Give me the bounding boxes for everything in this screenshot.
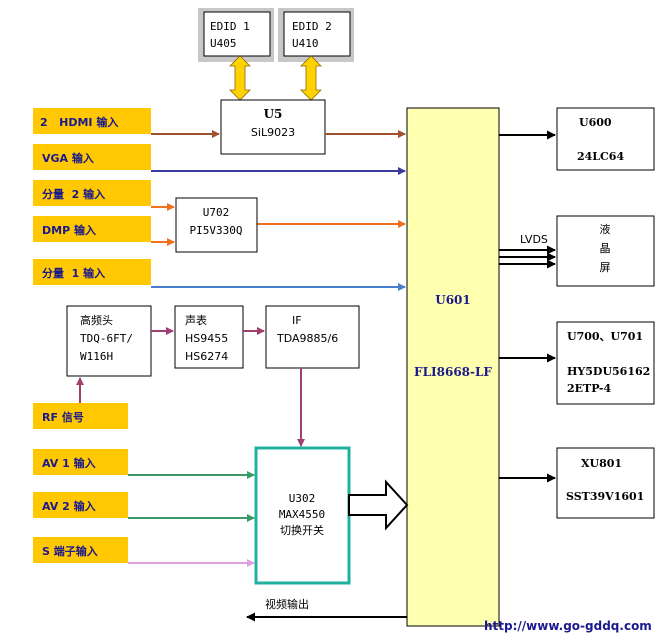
- lcd-line1: 液: [600, 222, 611, 236]
- u302-line1: U302: [289, 492, 316, 505]
- u700-block: U700、U701 HY5DU56162 2ETP-4: [556, 321, 655, 405]
- edid2-double-arrow: [300, 55, 322, 101]
- u600-block: U600 24LC64: [556, 107, 655, 171]
- u601-line1: U601: [435, 293, 471, 307]
- audio-line2: HS9455: [185, 332, 228, 345]
- u601-block: U601 FLI8668-LF: [406, 107, 500, 627]
- input-s-video-label: S 端子输入: [42, 544, 98, 558]
- audio-line3: HS6274: [185, 350, 228, 363]
- audio-line1: 声表: [185, 313, 207, 327]
- u600-line1: U600: [579, 116, 612, 129]
- tuner-line1: 高频头: [80, 313, 113, 327]
- input-av2-label: AV 2 输入: [42, 499, 96, 513]
- input-hdmi: 2 HDMI 输入: [33, 108, 151, 134]
- edid1-block: EDID 1 U405: [198, 8, 274, 62]
- input-comp1: 分量 1 输入: [33, 259, 151, 285]
- if-line1: IF: [292, 314, 302, 327]
- lcd-line3: 屏: [600, 261, 611, 274]
- input-vga-label: VGA 输入: [42, 151, 94, 165]
- u302-line2: MAX4550: [279, 508, 325, 521]
- edid2-block: EDID 2 U410: [278, 8, 354, 62]
- input-hdmi-label: 2 HDMI 输入: [40, 115, 118, 129]
- input-rf: RF 信号: [33, 403, 128, 429]
- xu801-line2: SST39V1601: [566, 490, 644, 503]
- xu801-line1: XU801: [581, 457, 622, 470]
- tuner-line3: W116H: [80, 350, 113, 363]
- audio-filter-block: 声表 HS9455 HS6274: [174, 305, 244, 369]
- u702-line1: U702: [203, 206, 230, 219]
- edid2-line1: EDID 2: [292, 20, 332, 33]
- input-rf-label: RF 信号: [42, 410, 84, 424]
- input-dmp: DMP 输入: [33, 216, 151, 242]
- u700-line1: U700、U701: [567, 330, 643, 343]
- input-s-video: S 端子输入: [33, 537, 128, 563]
- input-comp2: 分量 2 输入: [33, 180, 151, 206]
- edid1-line1: EDID 1: [210, 20, 250, 33]
- u702-line2: PI5V330Q: [190, 224, 243, 237]
- input-av1-label: AV 1 输入: [42, 456, 96, 470]
- input-av1: AV 1 输入: [33, 449, 128, 475]
- lcd-block: 液 晶 屏: [556, 215, 655, 287]
- u700-line2: HY5DU56162: [567, 365, 650, 378]
- tuner-block: 高频头 TDQ-6FT/ W116H: [66, 305, 152, 377]
- if-line2: TDA9885/6: [276, 332, 338, 345]
- tuner-line2: TDQ-6FT/: [80, 332, 133, 345]
- u700-line3: 2ETP-4: [567, 382, 611, 395]
- u702-block: U702 PI5V330Q: [175, 197, 258, 253]
- lcd-line2: 晶: [600, 242, 611, 255]
- lvds-label: LVDS: [520, 233, 548, 246]
- input-comp2-label: 分量 2 输入: [42, 187, 105, 201]
- u5-block: U5 SiL9023: [220, 99, 326, 155]
- video-out-label: 视频输出: [265, 597, 309, 611]
- u601-line2: FLI8668-LF: [414, 365, 492, 379]
- watermark-url: http://www.go-gddq.com: [484, 619, 652, 633]
- edid1-double-arrow: [229, 55, 251, 101]
- edid2-line2: U410: [292, 37, 319, 50]
- edid1-line2: U405: [210, 37, 237, 50]
- input-dmp-label: DMP 输入: [42, 223, 96, 237]
- input-av2: AV 2 输入: [33, 492, 128, 518]
- if-block: IF TDA9885/6: [265, 305, 360, 369]
- switch-to-u601-block-arrow: [348, 479, 409, 531]
- u302-line3: 切换开关: [280, 523, 324, 537]
- xu801-block: XU801 SST39V1601: [556, 447, 655, 519]
- input-comp1-label: 分量 1 输入: [42, 266, 105, 280]
- u5-line2: SiL9023: [251, 126, 295, 139]
- u600-line2: 24LC64: [577, 150, 624, 163]
- u5-line1: U5: [264, 107, 283, 121]
- input-vga: VGA 输入: [33, 144, 151, 170]
- u302-switch-block: U302 MAX4550 切换开关: [254, 446, 351, 585]
